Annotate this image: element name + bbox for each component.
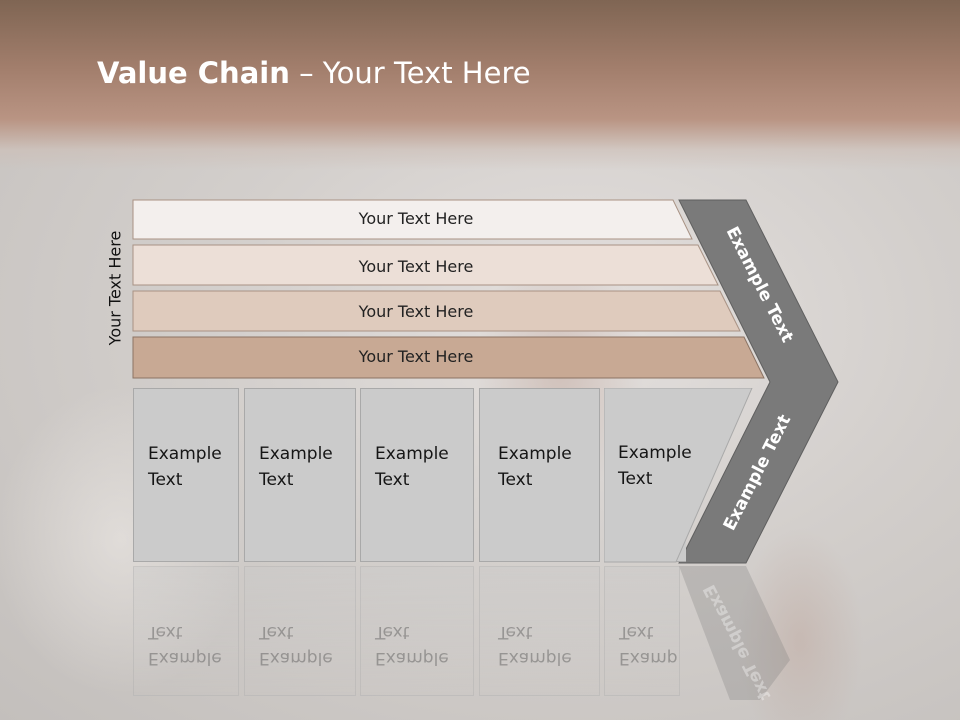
row-2-bar (132, 244, 719, 286)
activity-box-5-reflection-text: Example Text (619, 622, 679, 668)
activity-box-1-reflection: Example Text (133, 566, 239, 696)
activity-box-5-slant (604, 388, 753, 563)
activity-box-4-reflection: Example Text (479, 566, 600, 696)
activity-box-4-text: Example Text (498, 444, 572, 490)
row-4-bar (132, 336, 765, 379)
activity-box-1: Example Text (133, 388, 239, 562)
activity-box-1-text: Example Text (148, 444, 222, 490)
activity-box-3-text: Example Text (375, 444, 449, 490)
row-3-label: Your Text Here (358, 302, 474, 321)
chevron-shape (678, 199, 839, 564)
activity-box-3-reflection-text: Example Text (375, 622, 449, 668)
activity-box-2-reflection: Example Text (244, 566, 356, 696)
activity-box-2-reflection-text: Example Text (259, 622, 333, 668)
row-1-label: Your Text Here (358, 209, 474, 228)
activity-box-4-reflection-text: Example Text (498, 622, 572, 668)
title-bold: Value Chain (97, 56, 290, 90)
activity-box-5-label: Example Text (618, 443, 692, 489)
activity-box-2: Example Text (244, 388, 356, 562)
activity-box-4: Example Text (479, 388, 600, 562)
row-3-bar (132, 290, 741, 332)
row-1-bar (132, 199, 693, 240)
activity-box-3-reflection: Example Text (360, 566, 474, 696)
row-4-label: Your Text Here (358, 347, 474, 366)
activity-box-3: Example Text (360, 388, 474, 562)
activity-box-1-reflection-text: Example Text (148, 622, 222, 668)
chevron-reflection (679, 566, 790, 700)
activity-box-5-reflection: Example Text (604, 566, 680, 696)
activity-box-2-text: Example Text (259, 444, 333, 490)
slide-title: Value Chain – Your Text Here (97, 56, 531, 90)
title-rest: – Your Text Here (289, 56, 531, 90)
row-2-label: Your Text Here (358, 257, 474, 276)
